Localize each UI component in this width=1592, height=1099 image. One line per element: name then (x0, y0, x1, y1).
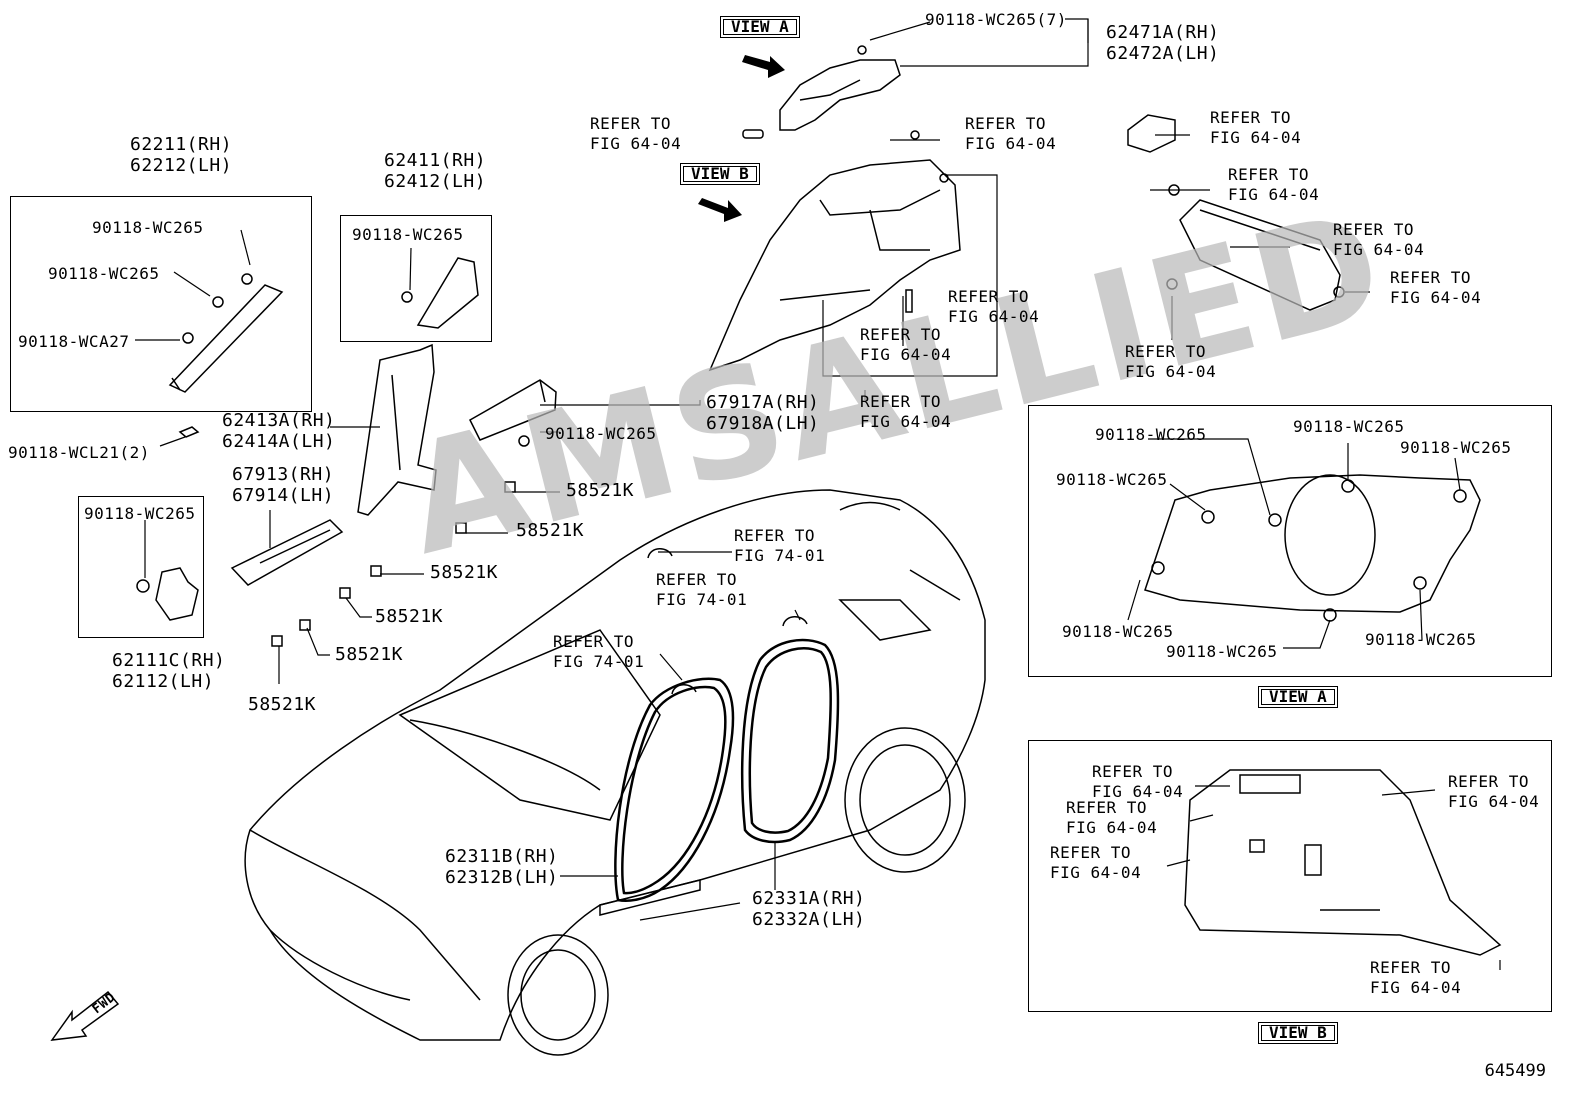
scuff-plate-rear (469, 379, 557, 447)
leader-lines (135, 18, 1501, 970)
label-view-a-clip6: 90118-WC265 (1166, 642, 1278, 661)
figure-number: 645499 (1484, 1061, 1546, 1081)
label-58521k-5: 58521K (335, 644, 404, 665)
label-view-a-clip1: 90118-WC265 (1095, 425, 1207, 444)
label-ref-panel-bottom: REFER TO FIG 64-04 (860, 392, 952, 431)
view-b-tag-top: VIEW B (680, 163, 760, 185)
label-view-a-clip3: 90118-WC265 (1400, 438, 1512, 457)
label-view-a-clip4: 90118-WC265 (1056, 470, 1168, 489)
scuff-plate-front (230, 519, 344, 586)
label-ref-tray-4: REFER TO FIG 64-04 (1125, 342, 1217, 381)
label-58521k-1: 58521K (566, 480, 635, 501)
vehicle-outline (244, 489, 986, 1056)
label-ref74-2: REFER TO FIG 74-01 (656, 570, 748, 609)
center-pillar-garnish (357, 343, 437, 516)
label-58521k-3: 58521K (430, 562, 499, 583)
cowl-side-trim (136, 567, 199, 621)
label-58521k-2: 58521K (516, 520, 585, 541)
view-arrows (698, 55, 785, 222)
label-62471a: 62471A(RH) 62472A(LH) (1106, 22, 1220, 64)
view-a-tag-top: VIEW A (720, 16, 800, 38)
label-ref-quarter-lamp: REFER TO FIG 64-04 (590, 114, 682, 153)
room-lamp (1127, 114, 1176, 153)
view-a-tag-bottom: VIEW A (1258, 686, 1338, 708)
label-view-a-clip7: 90118-WC265 (1365, 630, 1477, 649)
label-ref-lamp-right: REFER TO FIG 64-04 (1210, 108, 1302, 147)
label-box2-clip1: 90118-WC265 (352, 225, 464, 244)
label-62111c: 62111C(RH) 62112(LH) (112, 650, 226, 692)
label-62331a: 62331A(RH) 62332A(LH) (752, 888, 866, 930)
a-pillar-garnish (168, 273, 284, 393)
door-weatherstrips (614, 638, 840, 902)
label-box1-clip3: 90118-WCA27 (18, 332, 130, 351)
label-box1-clip1: 90118-WC265 (92, 218, 204, 237)
label-58521k-4: 58521K (375, 606, 444, 627)
label-62413a: 62413A(RH) 62414A(LH) (222, 410, 336, 452)
label-ref-panel-lower: REFER TO FIG 64-04 (860, 325, 952, 364)
label-67913: 67913(RH) 67914(LH) (232, 464, 335, 506)
fwd-arrow (50, 990, 120, 1041)
label-box3-clip1: 90118-WC265 (84, 504, 196, 523)
label-58521k-6: 58521K (248, 694, 317, 715)
view-b-panel-art (1184, 769, 1502, 956)
label-clip-top: 90118-WC265(7) (925, 10, 1067, 29)
box-cowl-trim (78, 496, 204, 638)
upper-pillar-garnish (401, 257, 479, 329)
label-62211: 62211(RH) 62212(LH) (130, 134, 233, 176)
label-ref74-1: REFER TO FIG 74-01 (734, 526, 826, 565)
label-67917a: 67917A(RH) 67918A(LH) (706, 392, 820, 434)
label-view-b-ref2: REFER TO FIG 64-04 (1066, 798, 1158, 837)
label-ref-tray-2: REFER TO FIG 64-04 (1333, 220, 1425, 259)
label-view-a-clip5: 90118-WC265 (1062, 622, 1174, 641)
label-ref-tray-3: REFER TO FIG 64-04 (1390, 268, 1482, 307)
label-ref74-3: REFER TO FIG 74-01 (553, 632, 645, 671)
label-view-b-ref1: REFER TO FIG 64-04 (1092, 762, 1184, 801)
label-62411: 62411(RH) 62412(LH) (384, 150, 487, 192)
assist-grips (647, 548, 808, 695)
label-box1-clip2: 90118-WC265 (48, 264, 160, 283)
label-ref-panel-mid: REFER TO FIG 64-04 (948, 287, 1040, 326)
label-ref-screw-top: REFER TO FIG 64-04 (965, 114, 1057, 153)
box-a-pillar (10, 196, 312, 412)
box-view-b (1028, 740, 1552, 1012)
label-clip-67917: 90118-WC265 (545, 424, 657, 443)
label-wcl21: 90118-WCL21(2) (8, 443, 150, 462)
small-clip-wcl21 (178, 426, 200, 438)
box-upper-pillar (340, 215, 492, 342)
view-b-tag-bottom: VIEW B (1258, 1022, 1338, 1044)
label-ref-tray-1: REFER TO FIG 64-04 (1228, 165, 1320, 204)
label-view-b-ref5: REFER TO FIG 64-04 (1370, 958, 1462, 997)
label-view-b-ref3: REFER TO FIG 64-04 (1050, 843, 1142, 882)
view-a-panel-art (1144, 474, 1481, 622)
luggage-side-panel (708, 130, 961, 372)
quarter-panel-clip-lamp (742, 129, 764, 139)
label-view-b-ref4: REFER TO FIG 64-04 (1448, 772, 1540, 811)
box-view-a (1028, 405, 1552, 677)
luggage-trim-upper (779, 45, 901, 131)
label-62311b: 62311B(RH) 62312B(LH) (445, 846, 559, 888)
label-view-a-clip2: 90118-WC265 (1293, 417, 1405, 436)
nuts-58521k (271, 481, 516, 647)
